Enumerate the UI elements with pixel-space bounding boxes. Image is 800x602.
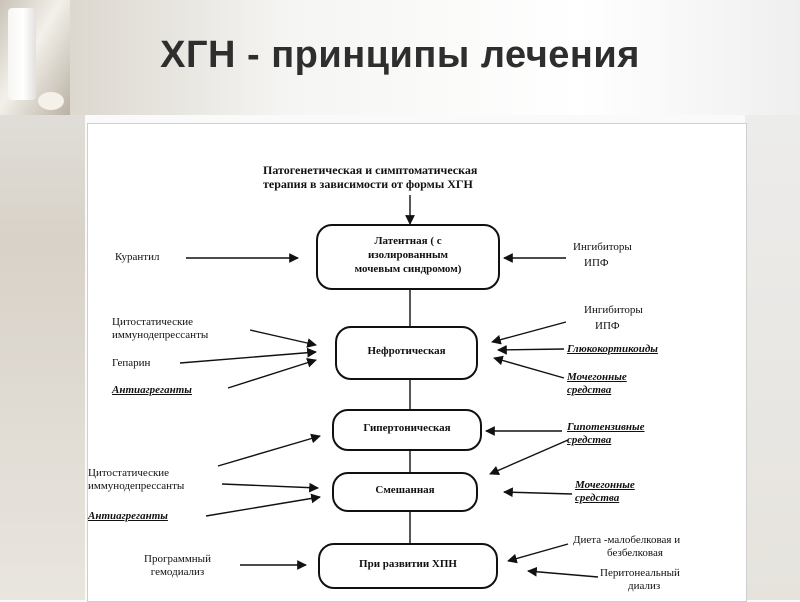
form-hypertonic-label: Гипертоническая [363, 422, 451, 434]
top-label-line-2: терапия в зависимости от формы ХГН [263, 177, 473, 191]
form-latent-line-2: изолированным [367, 249, 449, 261]
therapy-ipf-2: Ингибиторы ИПФ [584, 302, 643, 334]
therapy-peritoneal-line-1: Перитонеальный [600, 567, 680, 579]
therapy-diuretics-1-line-1: Мочегонные [567, 371, 627, 383]
therapy-ipf-1-line-1: Ингибиторы [573, 241, 632, 253]
form-latent-line-3: мочевым синдромом) [354, 263, 462, 275]
arrow-diur-1 [493, 355, 565, 379]
therapy-diuretics-2: Мочегонные средства [575, 479, 635, 505]
form-hypertonic: Гипертоническая [332, 409, 482, 451]
therapy-cytostatic-2-line-1: Цитостатические [88, 467, 170, 479]
therapy-antiaggregants-2: Антиагреганты [88, 510, 168, 522]
form-mixed-label: Смешанная [375, 484, 435, 496]
therapy-hypotensive-line-1: Гипотензивные [567, 421, 645, 433]
therapy-antiaggregants-1: Антиагреганты [112, 384, 192, 396]
therapy-peritoneal: Перитонеальный диализ [600, 567, 680, 593]
therapy-diuretics-2-line-2: средства [575, 492, 620, 504]
top-label: Патогенетическая и симптоматическая тера… [263, 163, 477, 191]
therapy-kurantil: Курантил [115, 251, 160, 263]
form-chpn-label: При развитии ХПН [359, 558, 457, 570]
arrow-diet [507, 543, 569, 564]
therapy-hemodialysis-line-2: гемодиализ [150, 566, 205, 578]
arrow-cyto-2b [221, 482, 319, 493]
therapy-ipf-1-line-2: ИПФ [584, 257, 609, 269]
arrow-ipf-2 [491, 321, 567, 345]
arrow-cyto-1 [249, 329, 317, 348]
form-nephrotic: Нефротическая [335, 326, 478, 380]
therapy-diuretics-2-line-1: Мочегонные [575, 479, 635, 491]
form-latent: Латентная ( с изолированным мочевым синд… [316, 224, 500, 290]
therapy-cytostatic-1: Цитостатические иммунодепрессанты [112, 316, 208, 342]
arrow-heparin [179, 347, 317, 364]
therapy-diuretics-1-line-2: средства [567, 384, 612, 396]
therapy-diet: Диета -малобелковая и безбелковая [573, 534, 680, 560]
therapy-ipf-1: Ингибиторы ИПФ [573, 239, 632, 271]
therapy-cytostatic-2: Цитостатические иммунодепрессанты [88, 467, 184, 493]
form-chpn: При развитии ХПН [318, 543, 498, 589]
therapy-ipf-2-line-1: Ингибиторы [584, 304, 643, 316]
arrow-antiagg-1 [227, 358, 317, 389]
therapy-peritoneal-line-2: диализ [628, 580, 661, 592]
therapy-heparin: Гепарин [112, 357, 151, 369]
therapy-glucocorticoids: Глюкокортикоиды [567, 343, 658, 355]
form-latent-line-1: Латентная ( с [374, 235, 442, 247]
arrow-antiagg-2 [205, 493, 321, 517]
therapy-diuretics-1: Мочегонные средства [567, 371, 627, 397]
therapy-hemodialysis-line-1: Программный [144, 553, 211, 565]
header-strip [70, 0, 800, 115]
therapy-cytostatic-1-line-2: иммунодепрессанты [112, 329, 209, 341]
form-nephrotic-label: Нефротическая [367, 345, 446, 357]
therapy-diet-line-1: Диета -малобелковая и [573, 534, 681, 546]
therapy-hemodialysis: Программный гемодиализ [120, 553, 235, 579]
top-label-line-1: Патогенетическая и симптоматическая [263, 163, 478, 177]
arrow-hypot-2 [489, 439, 569, 475]
arrow-gluco [497, 344, 565, 355]
therapy-ipf-2-line-2: ИПФ [595, 320, 620, 332]
therapy-cytostatic-1-line-1: Цитостатические [112, 316, 194, 328]
egg-icon [38, 92, 64, 110]
therapy-hypotensive: Гипотензивные средства [567, 421, 645, 447]
milk-glass-photo [0, 0, 70, 115]
arrow-cyto-2a [217, 433, 321, 467]
form-mixed: Смешанная [332, 472, 478, 512]
arrow-diur-2 [503, 487, 573, 498]
arrow-peritoneal [527, 566, 599, 578]
glass-icon [8, 8, 36, 100]
therapy-cytostatic-2-line-2: иммунодепрессанты [88, 480, 185, 492]
slide-title: ХГН - принципы лечения [160, 34, 640, 76]
therapy-diet-line-2: безбелковая [607, 547, 663, 559]
therapy-hypotensive-line-2: средства [567, 434, 612, 446]
